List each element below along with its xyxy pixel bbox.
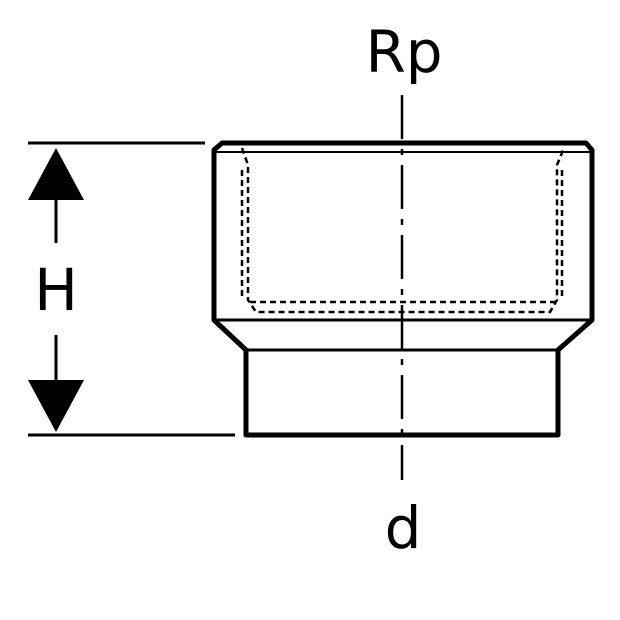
- fitting-outline: [211, 140, 595, 438]
- d-label: d: [385, 494, 422, 562]
- dimension-arrow-up-icon: [28, 148, 84, 200]
- rp-label: Rp: [365, 18, 442, 86]
- height-label: H: [34, 256, 78, 324]
- dimension-arrow-down-icon: [28, 380, 84, 432]
